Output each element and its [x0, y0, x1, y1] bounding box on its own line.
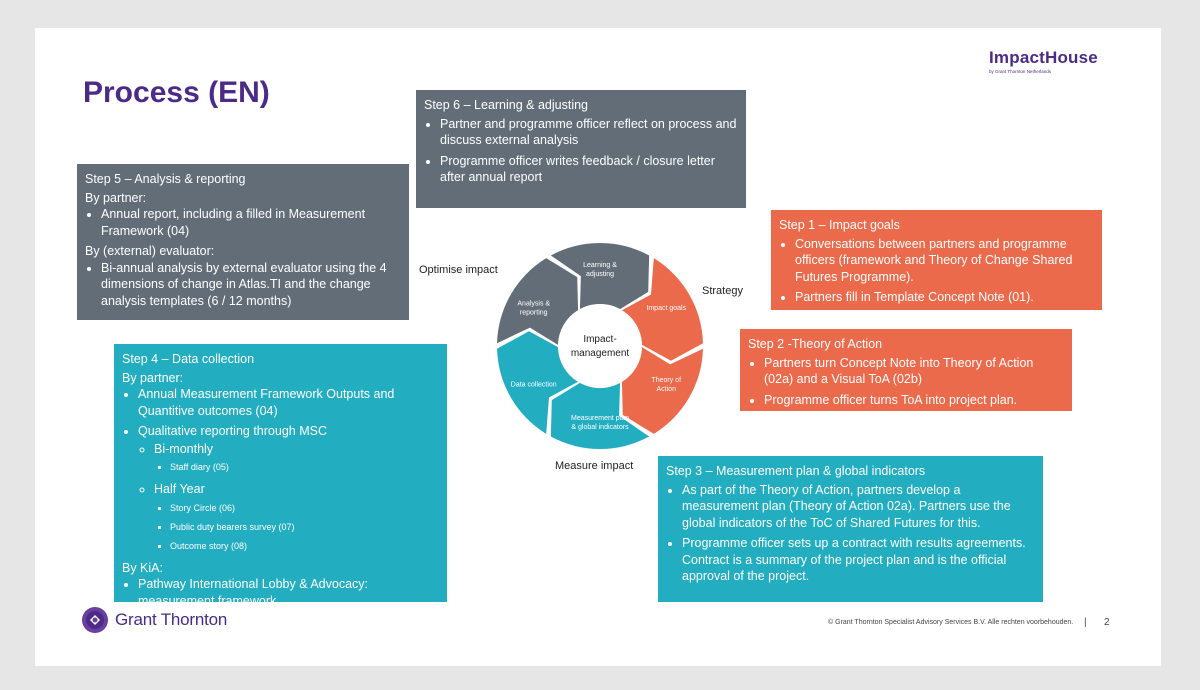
step1-box: Step 1 – Impact goals Conversations betw…	[771, 210, 1102, 310]
grant-thornton-icon	[82, 607, 108, 633]
step5-bullet: Annual report, including a filled in Mea…	[101, 206, 401, 239]
impacthouse-logo-name: ImpactHouse	[989, 48, 1098, 67]
impact-cycle-diagram: Impact- management Learning & adjustingIm…	[497, 243, 703, 449]
step5-sublabel-evaluator: By (external) evaluator:	[85, 244, 215, 258]
cycle-center-label: management	[571, 348, 630, 359]
step4-heading: Step 4 – Data collection	[122, 352, 255, 366]
cycle-segment-learning	[550, 243, 650, 310]
step3-box: Step 3 – Measurement plan & global indic…	[658, 456, 1043, 602]
optimise-impact-label: Optimise impact	[419, 264, 498, 276]
page-number: 2	[1104, 617, 1110, 628]
step6-heading: Step 6 – Learning & adjusting	[424, 98, 589, 112]
step4-sublabel-partner: By partner:	[122, 370, 184, 385]
impacthouse-logo-tagline: by Grant Thornton Netherlands	[989, 69, 1051, 74]
measure-impact-label: Measure impact	[555, 460, 634, 472]
step4-list: Annual Measurement Framework Outputs and…	[122, 386, 439, 556]
cycle-center	[558, 304, 642, 388]
step4-bullet-text: Qualitative reporting through MSC	[138, 424, 327, 438]
cycle-segment-label: reporting	[520, 309, 548, 316]
slide-title: Process (EN)	[83, 76, 270, 109]
step4-subbullet-text: Bi-monthly	[154, 441, 214, 456]
step4-subsubbullet: Story Circle (06)	[170, 499, 439, 518]
step4-bullet: Pathway International Lobby & Advocacy: …	[138, 576, 439, 609]
step6-bullet: Programme officer writes feedback / clos…	[440, 153, 738, 186]
step4-bullet: Annual Measurement Framework Outputs and…	[138, 386, 439, 419]
cycle-segment-analysis	[497, 258, 579, 345]
cycle-segment-measurement	[550, 382, 650, 449]
step4-subsubbullet: Outcome story (08)	[170, 537, 439, 556]
grant-thornton-logo: Grant Thornton	[81, 606, 227, 634]
step5-heading: Step 5 – Analysis & reporting	[85, 172, 246, 186]
step4-sublabel-kia: By KiA:	[122, 560, 163, 575]
cycle-segment-label: Data collection	[511, 381, 557, 388]
cycle-segment-label: Analysis &	[517, 300, 550, 307]
step2-bullet: Programme officer turns ToA into project…	[764, 392, 1064, 409]
strategy-label: Strategy	[702, 285, 743, 297]
cycle-segment-label: adjusting	[586, 271, 614, 278]
step1-heading: Step 1 – Impact goals	[779, 218, 900, 232]
cycle-segment-data	[497, 331, 579, 434]
step1-list: Conversations between partners and progr…	[779, 236, 1094, 306]
step1-bullet: Conversations between partners and progr…	[795, 236, 1094, 286]
cycle-segment-label: Learning &	[583, 262, 617, 269]
step4-subbullet: Half Year Story Circle (06) Public duty …	[154, 481, 439, 556]
step4-bullet: Qualitative reporting through MSC Bi-mon…	[138, 423, 439, 556]
footer-separator: |	[1084, 617, 1087, 628]
step4-subsublist: Story Circle (06) Public duty bearers su…	[154, 499, 439, 556]
cycle-segment-label: Action	[657, 386, 677, 393]
step5-bullet: Bi-annual analysis by external evaluator…	[101, 260, 401, 310]
step2-list: Partners turn Concept Note into Theory o…	[748, 355, 1064, 409]
step4-box: Step 4 – Data collection By partner: Ann…	[114, 344, 447, 608]
cycle-segment-label: & global indicators	[571, 424, 629, 431]
step1-bullet: Partners fill in Template Concept Note (…	[795, 289, 1094, 306]
step4-subsublist: Staff diary (05)	[154, 458, 439, 477]
step5-list-evaluator: Bi-annual analysis by external evaluator…	[85, 260, 401, 310]
step2-bullet: Partners turn Concept Note into Theory o…	[764, 355, 1064, 388]
cycle-segment-theory	[621, 347, 703, 434]
step4-sublist: Bi-monthly Staff diary (05) Half Year St…	[138, 441, 439, 556]
step4-list-kia: Pathway International Lobby & Advocacy: …	[122, 576, 439, 609]
step5-sublabel-partner: By partner:	[85, 190, 147, 205]
cycle-segment-impact-goals	[621, 258, 703, 361]
step3-bullet: Programme officer sets up a contract wit…	[682, 535, 1035, 585]
impacthouse-logo: ImpactHouse by Grant Thornton Netherland…	[989, 48, 1098, 74]
slide: Process (EN) ImpactHouse by Grant Thornt…	[35, 28, 1161, 666]
step5-list-partner: Annual report, including a filled in Mea…	[85, 206, 401, 239]
step3-bullet: As part of the Theory of Action, partner…	[682, 482, 1035, 532]
copyright-text: © Grant Thornton Specialist Advisory Ser…	[828, 619, 1074, 626]
step6-bullet: Partner and programme officer reflect on…	[440, 116, 738, 149]
cycle-segment-label: Theory of	[651, 377, 681, 384]
cycle-segment-label: Measurement plan	[571, 415, 629, 422]
cycle-center-label: Impact-	[583, 334, 616, 345]
step4-subbullet-text: Half Year	[154, 482, 205, 496]
step3-list: As part of the Theory of Action, partner…	[666, 482, 1035, 585]
step2-box: Step 2 -Theory of Action Partners turn C…	[740, 329, 1072, 411]
step5-box: Step 5 – Analysis & reporting By partner…	[77, 164, 409, 320]
step6-box: Step 6 – Learning & adjusting Partner an…	[416, 90, 746, 208]
step6-list: Partner and programme officer reflect on…	[424, 116, 738, 186]
grant-thornton-wordmark: Grant Thornton	[115, 610, 228, 629]
step3-heading: Step 3 – Measurement plan & global indic…	[666, 464, 926, 478]
step4-subsubbullet: Public duty bearers survey (07)	[170, 518, 439, 537]
step4-subsubbullet: Staff diary (05)	[170, 458, 439, 477]
step4-subbullet: Bi-monthly Staff diary (05)	[154, 441, 439, 478]
step2-heading: Step 2 -Theory of Action	[748, 337, 883, 351]
cycle-segment-label: Impact goals	[646, 305, 686, 312]
